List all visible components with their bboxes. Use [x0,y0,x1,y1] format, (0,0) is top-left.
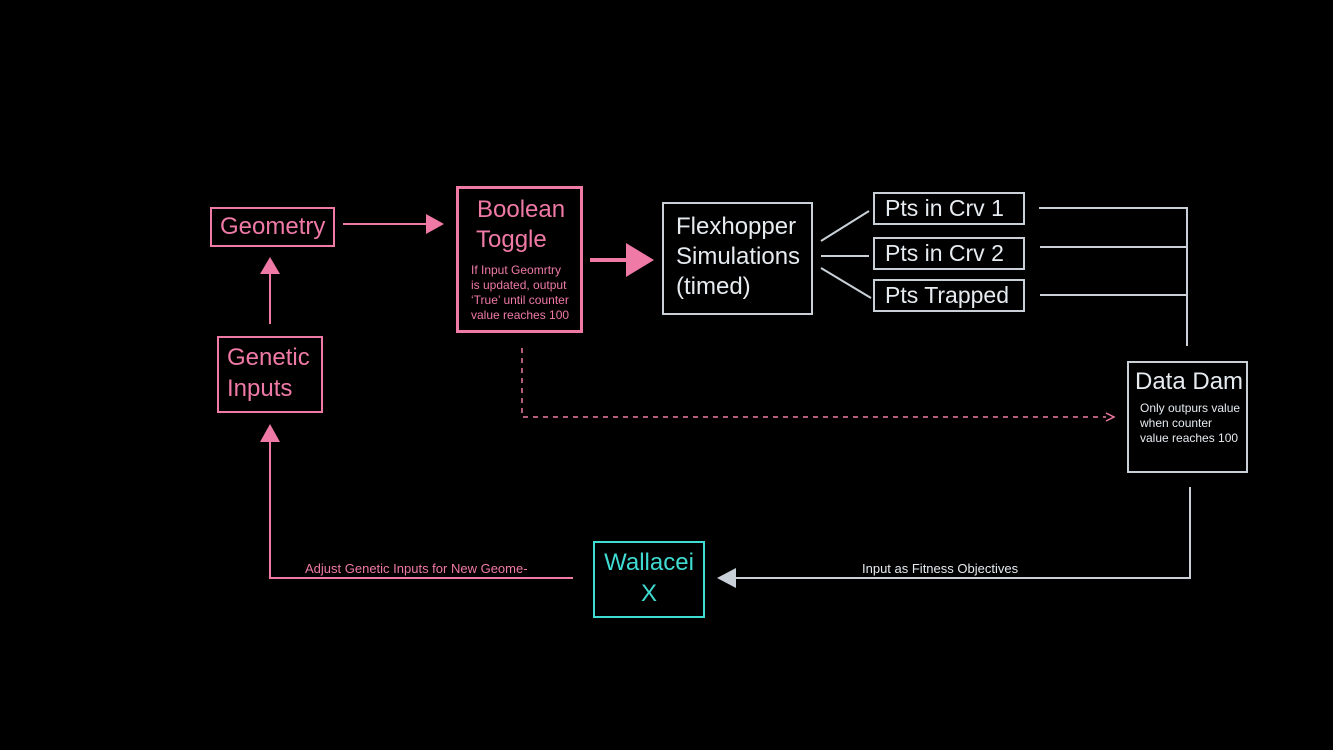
data-dam-note-line: value reaches 100 [1140,431,1239,445]
edge-wallacei-to-genetic [269,439,573,579]
flexhopper-title-line3: (timed) [676,273,751,300]
edge-flexhopper-to-crv1 [820,210,870,242]
geometry-node: Geometry [210,207,335,247]
pts-crv2-node: Pts in Crv 2 [873,237,1025,270]
arrowhead-datadam-to-wallacei [717,568,736,588]
edge-label-adjust-genetic-inputs: Adjust Genetic Inputs for New Geome- [305,561,528,576]
boolean-toggle-note: If Input Geomrtry is updated, output ‘Tr… [471,263,580,323]
boolean-toggle-note-line: ‘True’ until counter [471,293,569,307]
arrowhead-geometry-to-toggle [426,214,444,234]
edge-datadam-to-wallacei [734,487,1191,579]
data-dam-note: Only outpurs value when counter value re… [1140,401,1246,446]
boolean-toggle-node: Boolean Toggle If Input Geomrtry is upda… [456,186,583,333]
boolean-toggle-title-line2: Toggle [476,226,547,253]
arrowhead-toggle-to-flexhopper [626,243,654,277]
data-dam-note-line: Only outpurs value [1140,401,1241,415]
genetic-inputs-node: Genetic Inputs [217,336,323,413]
boolean-toggle-title-line1: Boolean [477,196,566,223]
boolean-toggle-note-line: value reaches 100 [471,308,570,322]
pts-crv1-title: Pts in Crv 1 [885,195,1004,221]
flexhopper-title-line1: Flexhopper [676,213,797,240]
boolean-toggle-note-line: If Input Geomrtry [471,263,562,277]
pts-trapped-title: Pts Trapped [885,282,1010,308]
data-dam-title: Data Dam [1135,368,1244,395]
pts-trapped-node: Pts Trapped [873,279,1025,312]
geometry-title: Geometry [220,213,326,240]
boolean-toggle-note-line: is updated, output [471,278,567,292]
flexhopper-node: Flexhopper Simulations (timed) [662,202,813,315]
data-dam-note-line: when counter [1140,416,1213,430]
wallacei-node: Wallacei X [593,541,705,618]
pts-crv2-title: Pts in Crv 2 [885,240,1004,266]
arrowhead-wallacei-to-genetic [260,424,280,442]
edge-flexhopper-to-trapped [820,267,872,299]
arrowhead-genetic-to-geometry [260,257,280,274]
data-dam-node: Data Dam Only outpurs value when counter… [1127,361,1248,473]
edge-toggle-to-datadam-dashed [521,348,1106,418]
genetic-inputs-title-line1: Genetic [227,344,310,371]
edge-outputs-to-datadam [1039,207,1188,346]
pts-crv1-node: Pts in Crv 1 [873,192,1025,225]
genetic-inputs-title-line2: Inputs [227,375,293,402]
wallacei-title-line2: X [640,580,657,607]
wallacei-title-line1: Wallacei [604,549,694,576]
edge-label-fitness-objectives: Input as Fitness Objectives [862,561,1019,576]
arrowhead-toggle-to-datadam [1105,412,1116,422]
flexhopper-title-line2: Simulations [676,243,801,270]
